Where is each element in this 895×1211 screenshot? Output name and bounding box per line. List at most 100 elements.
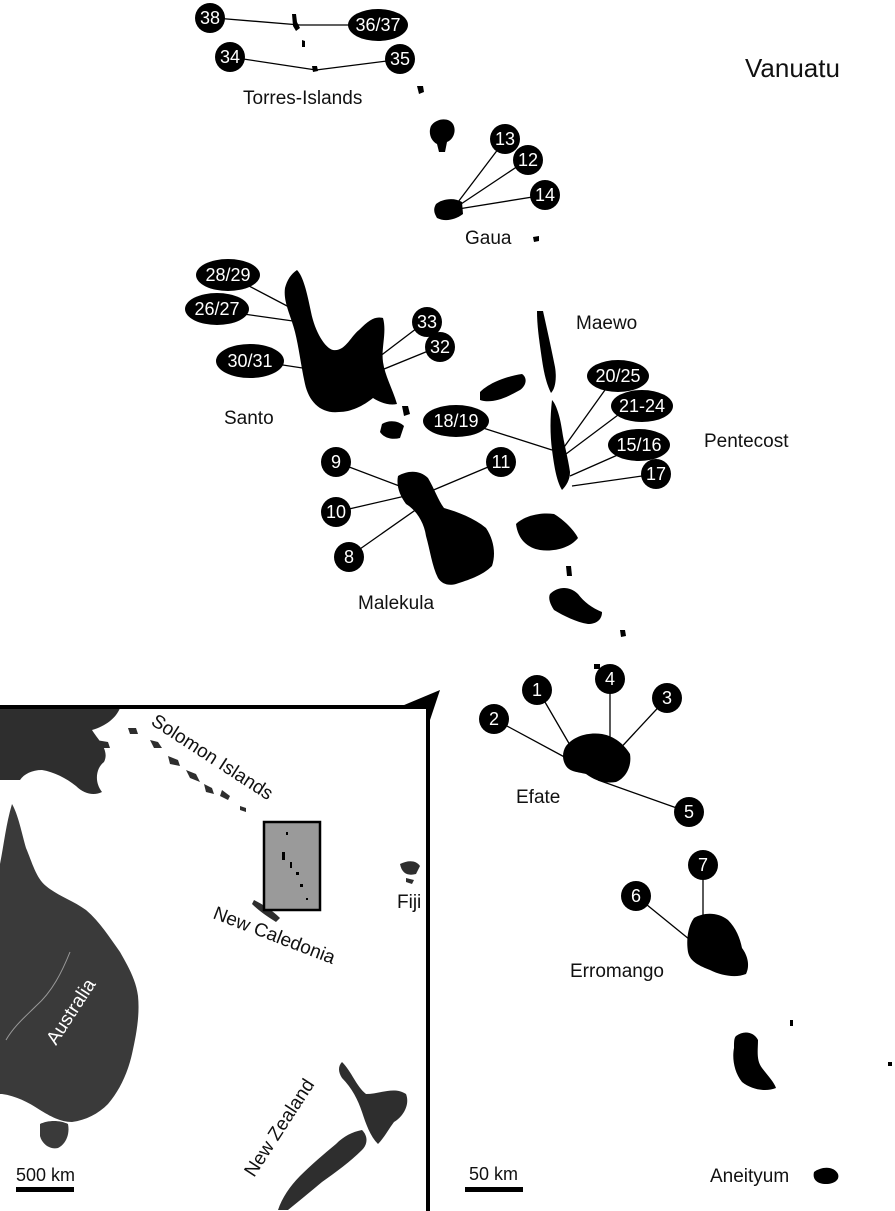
tongoa-island [620,630,626,637]
site-markers: 38 36/37 34 35 13 12 14 28/29 [185,3,718,911]
site-marker-8: 8 [334,542,364,572]
site-label: 7 [698,855,708,875]
site-marker-36-37: 36/37 [348,9,408,41]
label-santo: Santo [224,408,274,429]
epi-island [549,588,602,624]
pentecost-island [550,400,570,490]
santo-islet-1 [380,421,404,439]
site-label: 8 [344,547,354,567]
label-torres-islands: Torres-Islands [243,88,362,109]
inset-png-islet-2 [128,728,138,734]
site-marker-4: 4 [595,664,625,694]
site-marker-14: 14 [530,180,560,210]
inset-frame [0,705,430,1211]
site-marker-28-29: 28/29 [196,259,260,291]
site-marker-32: 32 [425,332,455,362]
site-label: 5 [684,802,694,822]
site-marker-26-27: 26/27 [185,293,249,325]
ambae-island [480,374,526,402]
main-scale-label: 50 km [469,1164,518,1184]
site-label: 10 [326,502,346,522]
label-erromango: Erromango [570,961,664,982]
site-label: 13 [495,129,515,149]
site-label: 30/31 [227,351,272,371]
label-gaua: Gaua [465,228,512,249]
inset-fiji [400,861,420,875]
site-label: 17 [646,464,666,484]
inset-new-zealand-north [339,1062,408,1144]
ambrym-island [516,513,578,551]
site-label: 35 [390,49,410,69]
site-label: 28/29 [205,265,250,285]
site-label: 14 [535,185,555,205]
paama-island [566,566,572,576]
site-marker-15-16: 15/16 [608,429,670,461]
site-label: 33 [417,312,437,332]
inset-scale-label: 500 km [16,1165,75,1185]
site-label: 2 [489,709,499,729]
label-efate: Efate [516,787,560,808]
site-label: 9 [331,452,341,472]
site-marker-10: 10 [321,497,351,527]
site-label: 38 [200,8,220,28]
site-label: 21-24 [619,396,665,416]
aneityum-island [813,1167,839,1184]
inset-png [0,708,120,794]
inset-scale-bar [16,1187,74,1192]
small-island-gaua [533,236,539,242]
inset-map: Solomon Islands New Caledonia Fiji Austr… [0,705,430,1211]
inset-label-fiji: Fiji [397,892,421,913]
site-marker-30-31: 30/31 [216,344,284,378]
site-marker-6: 6 [621,881,651,911]
site-label: 32 [430,337,450,357]
inset-solomon-islands [150,740,246,812]
site-marker-3: 3 [652,683,682,713]
site-label: 6 [631,886,641,906]
efate-island [563,733,631,783]
small-islet-east [888,1062,892,1066]
vanua-lava-island [429,119,455,152]
site-marker-17: 17 [641,459,671,489]
site-marker-12: 12 [513,145,543,175]
malekula-island [397,471,494,585]
santo-islet-2 [402,406,410,416]
site-label: 36/37 [355,15,400,35]
site-marker-11: 11 [486,447,516,477]
site-marker-2: 2 [479,704,509,734]
site-marker-34: 34 [215,42,245,72]
label-aneityum: Aneityum [710,1166,789,1187]
site-label: 18/19 [433,411,478,431]
site-label: 15/16 [616,435,661,455]
site-marker-1: 1 [522,675,552,705]
label-pentecost: Pentecost [704,431,789,452]
site-marker-13: 13 [490,124,520,154]
inset-fiji-2 [406,878,414,884]
site-marker-18-19: 18/19 [423,405,489,437]
site-label: 3 [662,688,672,708]
site-marker-5: 5 [674,797,704,827]
label-maewo: Maewo [576,313,637,334]
site-label: 1 [532,680,542,700]
site-label: 26/27 [194,299,239,319]
site-label: 12 [518,150,538,170]
map-title: Vanuatu [745,53,840,83]
tanna-island [733,1032,776,1090]
torres-island-4 [417,86,424,94]
place-labels: Vanuatu Torres-Islands Gaua Santo Maewo … [224,53,840,1187]
maewo-island [537,311,556,393]
site-marker-20-25: 20/25 [587,360,649,392]
site-marker-9: 9 [321,447,351,477]
santo-island [284,270,397,413]
inset-tasmania [40,1121,69,1149]
site-marker-33: 33 [412,307,442,337]
site-label: 4 [605,669,615,689]
site-marker-38: 38 [195,3,225,33]
site-marker-7: 7 [688,850,718,880]
inset-png-islet-1 [96,740,110,748]
site-label: 34 [220,47,240,67]
site-marker-35: 35 [385,44,415,74]
site-label: 20/25 [595,366,640,386]
inset-australia-river [5,951,71,1041]
site-label: 11 [492,452,511,472]
